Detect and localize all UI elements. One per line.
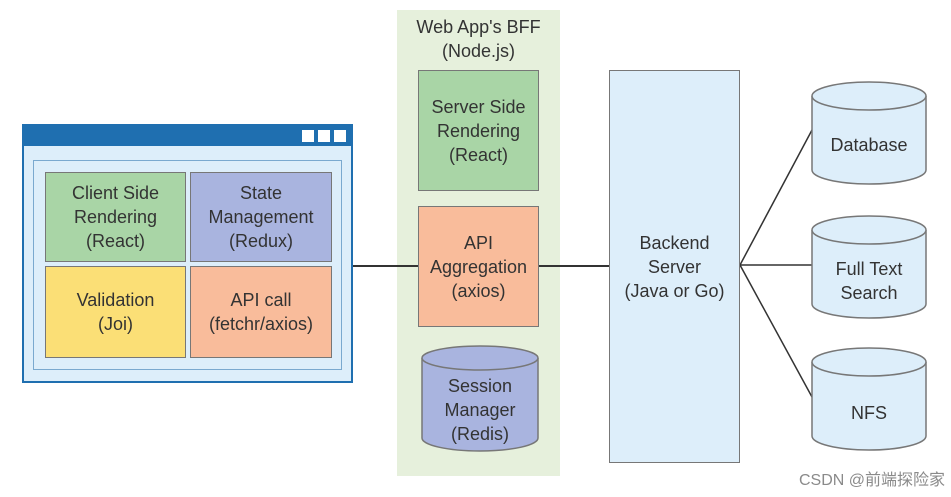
session-manager-cylinder [421,345,539,452]
backend-server-box: Backend Server (Java or Go) [609,70,740,463]
session-manager-label: Session Manager (Redis) [444,376,516,444]
database-label: Database [830,135,908,155]
bff-title: Web App's BFF (Node.js) [416,17,541,61]
fulltext-search-cylinder [811,215,927,319]
api-aggregation-box: API Aggregation (axios) [418,206,539,327]
connector-bff-to-backend [539,265,609,267]
nfs-cylinder [811,347,927,451]
api-call-box: API call (fetchr/axios) [190,266,332,358]
window-control-icon [302,130,314,142]
nfs-label: NFS [851,403,887,423]
connector-browser-to-bff [353,265,418,267]
window-control-icon [334,130,346,142]
connector-backend-to-stores [740,129,813,398]
fulltext-search-label: Full Text Search [835,259,903,303]
browser-title-bar [24,126,351,146]
client-side-rendering-box: Client Side Rendering (React) [45,172,186,262]
server-side-rendering-box: Server Side Rendering (React) [418,70,539,191]
state-management-box: State Management (Redux) [190,172,332,262]
validation-box: Validation (Joi) [45,266,186,358]
window-control-icon [318,130,330,142]
watermark: CSDN @前端探险家 [798,472,945,489]
database-cylinder [811,81,927,185]
